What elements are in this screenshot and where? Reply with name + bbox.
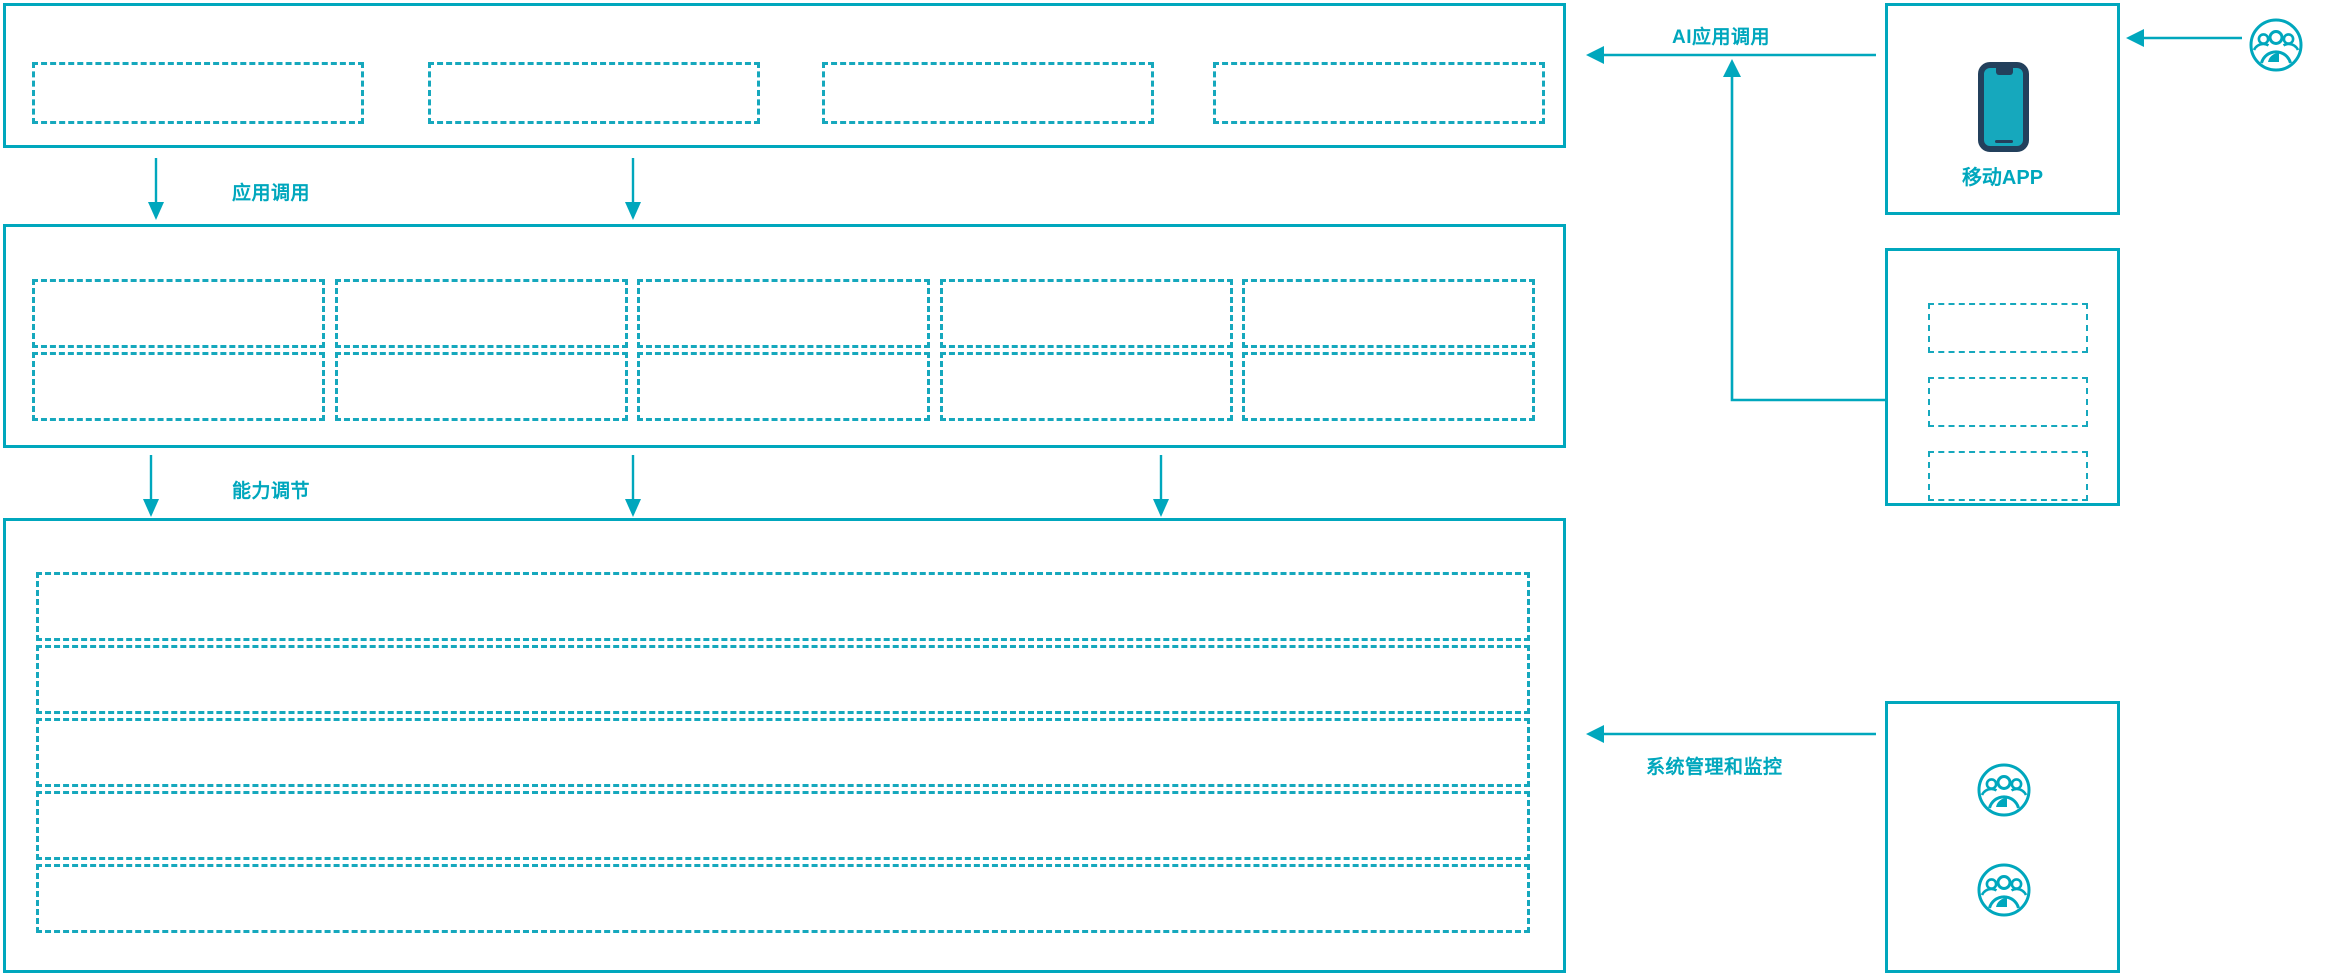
capability-block-r1c5[interactable]: [1242, 279, 1535, 348]
capability-block-r1c2[interactable]: [335, 279, 628, 348]
application-block-2[interactable]: [428, 62, 760, 124]
platform-row-1[interactable]: [36, 572, 1530, 641]
mobile-app-caption: 移动APP: [1961, 167, 2044, 189]
arrow-actor-to-mobile: [2126, 27, 2242, 49]
module-block-1[interactable]: [1928, 303, 2088, 353]
capability-block-r2c2[interactable]: [335, 352, 628, 421]
platform-row-4[interactable]: [36, 791, 1530, 860]
module-block-3[interactable]: [1928, 451, 2088, 501]
smartphone-icon: [1976, 62, 2036, 154]
flow-label-ai-app-call: AI应用调用: [1672, 27, 1771, 48]
capability-block-r2c4[interactable]: [940, 352, 1233, 421]
application-block-4[interactable]: [1213, 62, 1545, 124]
application-block-3[interactable]: [822, 62, 1154, 124]
platform-row-5[interactable]: [36, 864, 1530, 933]
users-card[interactable]: [1885, 701, 2120, 973]
capability-block-r2c3[interactable]: [637, 352, 930, 421]
capability-layer-panel: [3, 224, 1566, 448]
arrow-app-call-2: [624, 158, 642, 222]
arrow-ai-app-call: [1586, 44, 1876, 66]
flow-label-app-call: 应用调用: [232, 183, 311, 204]
arrow-module-riser: [1722, 55, 1892, 402]
arrow-capability-2: [624, 455, 642, 519]
capability-block-r1c4[interactable]: [940, 279, 1233, 348]
module-card[interactable]: [1885, 248, 2120, 506]
user-group-icon-1[interactable]: [1976, 762, 2032, 818]
arrow-sys-monitor: [1586, 723, 1876, 745]
application-block-1[interactable]: [32, 62, 364, 124]
flow-label-capability: 能力调节: [232, 481, 311, 502]
platform-row-3[interactable]: [36, 718, 1530, 787]
capability-block-r1c1[interactable]: [32, 279, 325, 348]
mobile-app-card[interactable]: 移动APP: [1885, 3, 2120, 215]
platform-row-2[interactable]: [36, 645, 1530, 714]
capability-block-r1c3[interactable]: [637, 279, 930, 348]
external-user-group-icon[interactable]: [2248, 17, 2304, 73]
capability-block-r2c5[interactable]: [1242, 352, 1535, 421]
user-group-icon-2[interactable]: [1976, 862, 2032, 918]
module-block-2[interactable]: [1928, 377, 2088, 427]
arrow-capability-1: [142, 455, 160, 519]
platform-layer-panel: [3, 518, 1566, 973]
arrow-app-call-1: [147, 158, 165, 222]
capability-block-r2c1[interactable]: [32, 352, 325, 421]
arrow-capability-3: [1152, 455, 1170, 519]
flow-label-sys-monitor: 系统管理和监控: [1646, 757, 1783, 778]
